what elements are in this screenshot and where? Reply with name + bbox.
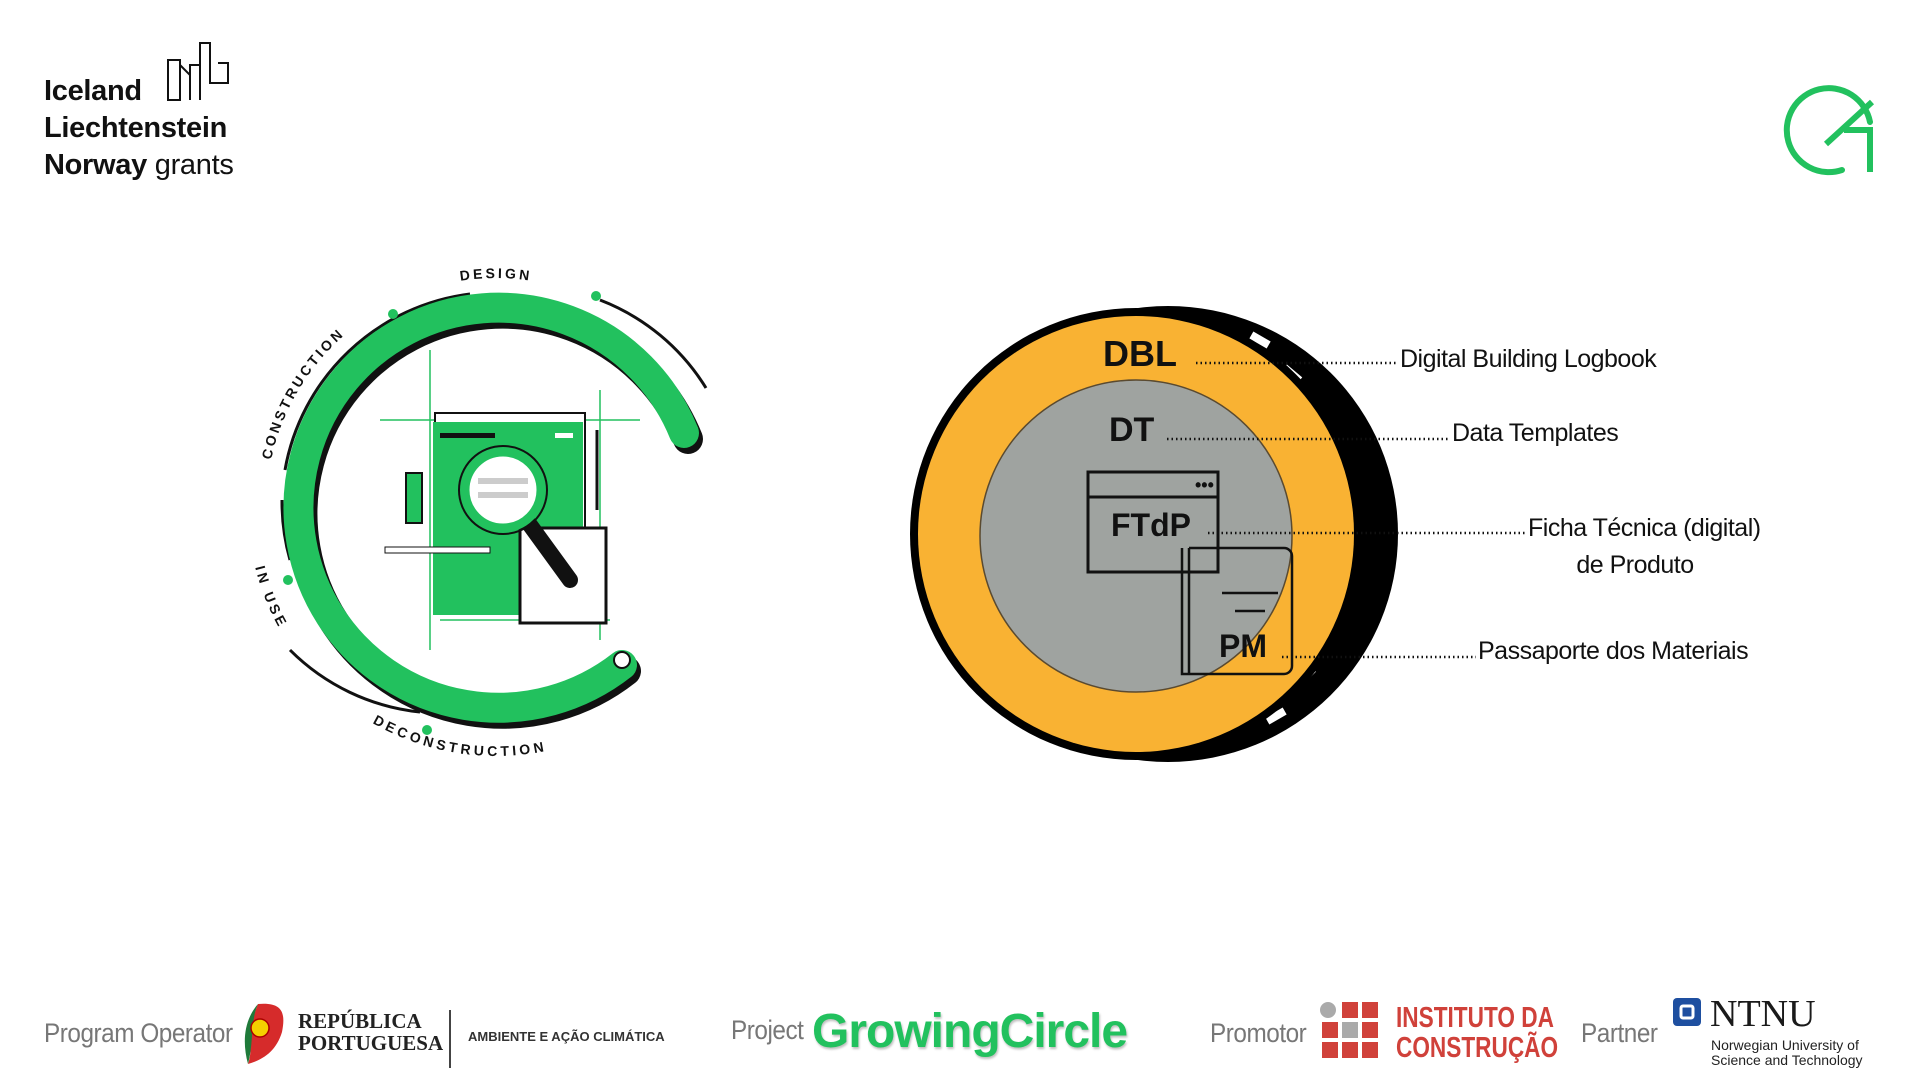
promotor-line2: CONSTRUÇÃO: [1396, 1032, 1559, 1064]
ministry-label: AMBIENTE E AÇÃO CLIMÁTICA: [468, 1029, 665, 1044]
ftdp-abbr: FTdP: [1111, 507, 1191, 543]
stage-dot: [283, 575, 293, 585]
svg-text:DESIGN: DESIGN: [459, 265, 534, 284]
ftdp-window: [1086, 470, 1220, 574]
promotor-label: Promotor: [1210, 1018, 1307, 1048]
instituto-construcao-logo-icon: [1320, 1002, 1378, 1058]
logo-line-norway: Norway: [44, 149, 147, 181]
lifecycle-arc-design: [599, 298, 708, 389]
dt-layer: [979, 379, 1293, 693]
republica-line1: REPÚBLICA: [298, 1009, 422, 1033]
leader-lines: [1167, 361, 1526, 659]
project-name: GrowingCircle: [812, 1005, 1128, 1058]
promotor-line1: INSTITUTO DA: [1396, 1002, 1554, 1034]
lifecycle-c-ring: [283, 292, 699, 723]
project-label: Project: [731, 1015, 804, 1045]
dt-abbr: DT: [1109, 411, 1155, 449]
lifecycle-graphic: DESIGN CONSTRUCTION IN USE DECONSTRUCTIO…: [252, 265, 708, 759]
logo-line-iceland: Iceland: [44, 75, 142, 107]
portugal-flag-icon: [244, 1003, 284, 1064]
partner-sub2: Science and Technology: [1711, 1052, 1863, 1068]
partner-name: NTNU: [1710, 993, 1816, 1035]
stage-label-in-use: IN USE: [252, 564, 288, 631]
logo-line-grants: grants: [154, 149, 234, 181]
republica-portuguesa-logo: REPÚBLICA PORTUGUESA: [298, 1010, 443, 1054]
instituto-construcao-name: INSTITUTO DA CONSTRUÇÃO: [1396, 1003, 1558, 1063]
lifecycle-arc-construction: [283, 292, 471, 471]
document-magnifier-icon: [380, 350, 640, 650]
buildings-icon: [167, 42, 229, 101]
dbl-label: Digital Building Logbook: [1400, 345, 1657, 373]
pm-document: [1180, 546, 1294, 676]
republica-line2: PORTUGUESA: [298, 1031, 444, 1055]
ftdp-label-line2: de Produto: [1576, 551, 1693, 579]
pm-label: Passaporte dos Materiais: [1478, 637, 1748, 665]
eea-grants-logo: Iceland Liechtenstein Norway grants: [44, 40, 264, 190]
stage-dot: [388, 309, 398, 319]
ntnu-logo-icon: [1673, 998, 1701, 1026]
svg-text:•••: •••: [1195, 475, 1214, 495]
ftdp-label-line1: Ficha Técnica (digital): [1528, 514, 1761, 542]
logo-line-liechtenstein: Liechtenstein: [44, 112, 228, 144]
svg-text:IN USE: IN USE: [252, 564, 291, 631]
divider: [449, 1010, 451, 1068]
partner-subtitle: Norwegian University of Science and Tech…: [1711, 1038, 1863, 1068]
stage-label-design: DESIGN: [459, 265, 531, 284]
dbl-abbr: DBL: [1103, 333, 1177, 374]
dt-label: Data Templates: [1452, 419, 1618, 447]
stage-dot: [591, 291, 601, 301]
partner-label: Partner: [1581, 1018, 1658, 1048]
growingcircle-arrow-icon: [1783, 85, 1875, 176]
partner-sub1: Norwegian University of: [1711, 1037, 1859, 1053]
program-operator-label: Program Operator: [44, 1018, 233, 1048]
lifecycle-arc-in-use: [288, 648, 421, 714]
stage-dot: [422, 725, 432, 735]
coin-diagram: ••• DBL DT FTdP PM Digital Building Logb…: [910, 306, 1761, 762]
pm-abbr: PM: [1219, 628, 1267, 664]
